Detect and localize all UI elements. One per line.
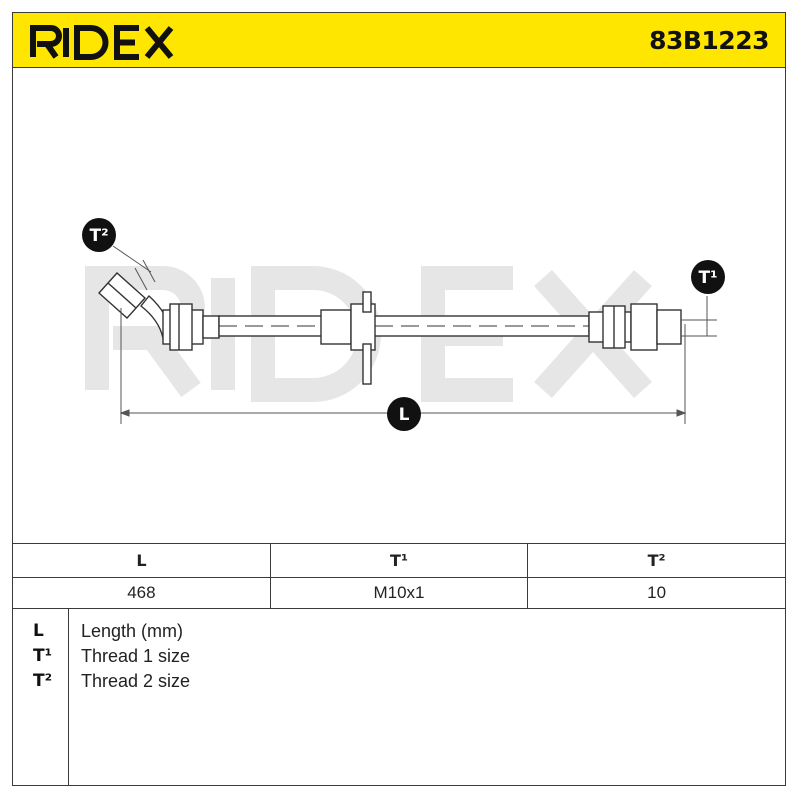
header-cell-thread1: T¹	[269, 543, 528, 578]
legend-item: L Length (mm)	[13, 619, 785, 643]
callout-t2-label: T²	[89, 226, 108, 246]
legend-symbol: L	[33, 621, 44, 641]
bracket-tab	[362, 343, 372, 385]
header-cell-thread2: T²	[527, 543, 785, 578]
brand-logo	[30, 25, 174, 60]
product-sheet: 83B1223	[12, 12, 786, 786]
spec-table-row: 468 M10x1 10	[13, 577, 785, 609]
callout-t2: T²	[82, 218, 116, 252]
hose-drawing: T² T¹ L	[82, 218, 725, 431]
header-cell-length: L	[13, 543, 271, 578]
legend-divider	[68, 609, 69, 785]
spec-table-header: L T¹ T²	[13, 543, 785, 578]
mid-fitting	[320, 309, 352, 345]
legend-item: T¹ Thread 1 size	[13, 644, 785, 668]
callout-length: L	[387, 397, 421, 431]
callout-t1: T¹	[691, 260, 725, 294]
spec-table: L T¹ T² 468 M10x1 10	[13, 543, 785, 609]
callout-length-label: L	[399, 405, 410, 425]
value-cell-thread2: 10	[527, 577, 785, 609]
brake-hose	[98, 272, 682, 385]
part-number: 83B1223	[649, 26, 769, 55]
legend: L Length (mm) T¹ Thread 1 size T² Thread…	[13, 609, 785, 785]
legend-description: Thread 2 size	[81, 671, 191, 691]
legend-symbol: T¹	[33, 646, 53, 666]
legend-item: T² Thread 2 size	[13, 669, 785, 693]
value-cell-thread1: M10x1	[269, 577, 528, 609]
value-cell-length: 468	[13, 577, 271, 609]
callout-t1-label: T¹	[698, 268, 717, 288]
legend-symbol: T²	[33, 671, 53, 691]
header-bar: 83B1223	[13, 13, 785, 68]
legend-description: Thread 1 size	[81, 646, 191, 666]
legend-description: Length (mm)	[81, 621, 184, 641]
